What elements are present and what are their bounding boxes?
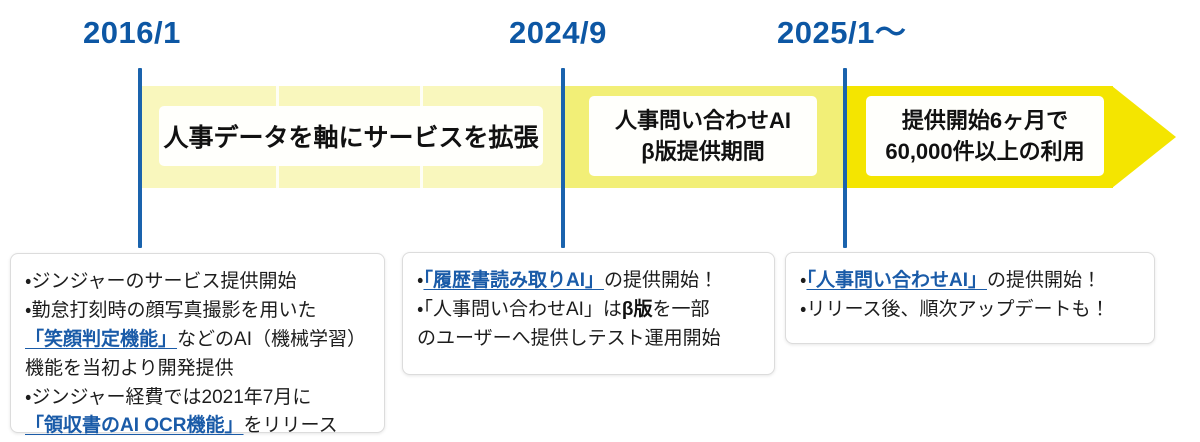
detail-line: 「領収書のAI OCR機能」をリリース bbox=[25, 415, 338, 437]
detail-box-2024: ・「履歴書読み取りAI」の提供開始！ ・「人事問い合わせAI」はβ版を一部 のユ… bbox=[402, 252, 775, 375]
milestone-date-2016: 2016/1 bbox=[83, 15, 181, 50]
beta-label: β版 bbox=[621, 298, 653, 320]
detail-box-2016: ・ジンジャーのサービス提供開始 ・勤怠打刻時の顔写真撮影を用いた 「笑顔判定機能… bbox=[10, 253, 385, 436]
detail-line: ・「人事問い合わせAI」の提供開始！ bbox=[800, 270, 1101, 291]
banner-phase-3-line-1: 提供開始6ヶ月で bbox=[901, 107, 1069, 133]
detail-line: ・ジンジャー経費では2021年7月に bbox=[25, 386, 312, 408]
detail-link-resume-reader[interactable]: 「履歴書読み取りAI」 bbox=[423, 270, 604, 291]
detail-line: ・ジンジャーのサービス提供開始 bbox=[25, 271, 297, 292]
banner-card-phase-2: 人事問い合わせAI β版提供期間 bbox=[589, 96, 817, 176]
detail-link-hr-inquiry-ai[interactable]: 「人事問い合わせAI」 bbox=[806, 270, 987, 291]
detail-box-2025: ・「人事問い合わせAI」の提供開始！ ・リリース後、順次アップデートも！ bbox=[785, 252, 1155, 344]
milestone-date-2024: 2024/9 bbox=[509, 15, 607, 50]
detail-line: 「笑顔判定機能」などのAI（機械学習） bbox=[25, 328, 366, 350]
banner-card-phase-1: 人事データを軸にサービスを拡張 bbox=[159, 106, 543, 166]
milestone-date-2025: 2025/1〜 bbox=[777, 15, 907, 50]
milestone-marker-line-2025 bbox=[843, 68, 847, 248]
detail-line: ・リリース後、順次アップデートも！ bbox=[800, 298, 1110, 320]
detail-link-smile-detection[interactable]: 「笑顔判定機能」 bbox=[25, 328, 178, 350]
detail-line: 機能を当初より開発提供 bbox=[25, 357, 234, 379]
milestone-marker-line-2024 bbox=[561, 68, 565, 248]
banner-phase-2-line-2: β版提供期間 bbox=[641, 139, 765, 164]
detail-line: のユーザーへ提供しテスト運用開始 bbox=[417, 327, 721, 349]
detail-line: ・「人事問い合わせAI」はβ版を一部 bbox=[417, 298, 710, 320]
detail-line: ・勤怠打刻時の顔写真撮影を用いた bbox=[25, 299, 317, 321]
detail-line: ・「履歴書読み取りAI」の提供開始！ bbox=[417, 270, 718, 291]
banner-phase-3-line-2: 60,000件以上の利用 bbox=[885, 139, 1085, 164]
banner-phase-1-line-1: 人事データを軸にサービスを拡張 bbox=[163, 124, 539, 152]
milestone-marker-line-2016 bbox=[138, 68, 142, 248]
timeline-arrow-head-icon bbox=[1112, 86, 1176, 188]
banner-card-phase-3: 提供開始6ヶ月で 60,000件以上の利用 bbox=[866, 96, 1104, 176]
banner-phase-2-line-1: 人事問い合わせAI bbox=[614, 107, 791, 133]
detail-link-receipt-ocr[interactable]: 「領収書のAI OCR機能」 bbox=[25, 415, 244, 437]
